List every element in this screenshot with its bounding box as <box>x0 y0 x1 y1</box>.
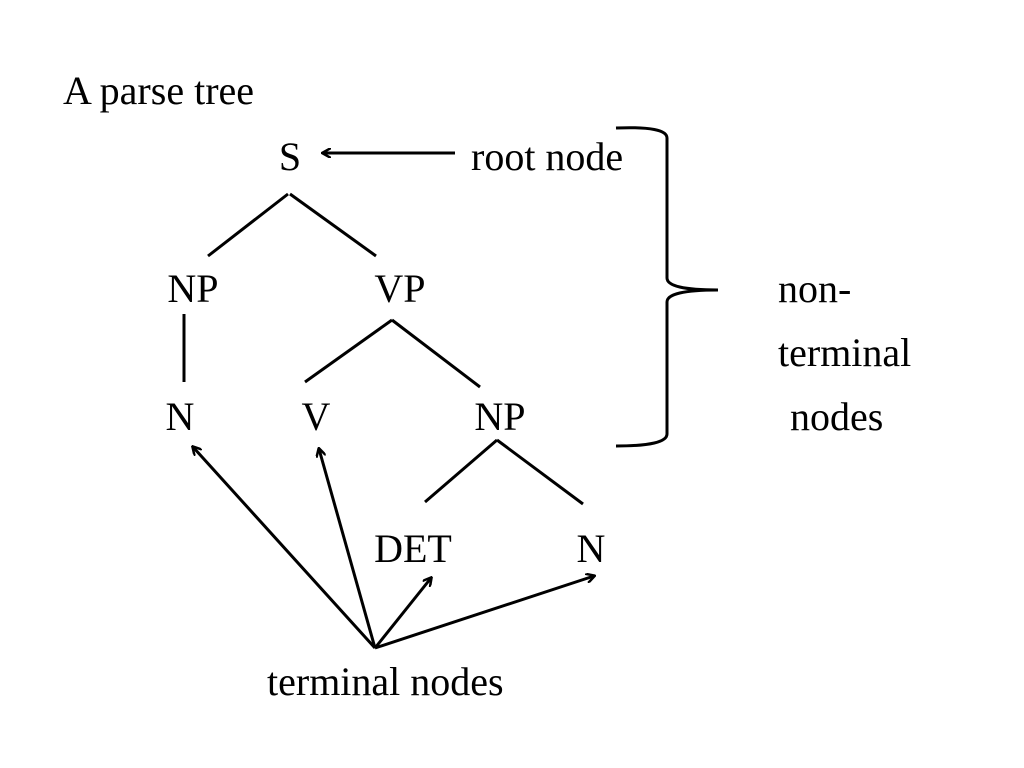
node-np-right: NP <box>474 394 525 439</box>
edge-np-n <box>496 438 584 506</box>
edge-vp-np <box>391 318 481 389</box>
non-terminal-label-line2: terminal <box>778 330 911 375</box>
terminal-nodes-label: terminal nodes <box>267 659 504 704</box>
node-n-right: N <box>577 526 606 571</box>
node-vp: VP <box>374 266 425 311</box>
edge-np-det <box>424 438 498 504</box>
node-n-left: N <box>166 394 195 439</box>
node-np-left: NP <box>167 266 218 311</box>
node-s: S <box>279 134 301 179</box>
edge-vp-v <box>304 318 393 384</box>
edge-s-np <box>207 192 289 258</box>
diagram-title: A parse tree <box>63 68 254 113</box>
terminal-arrow-v <box>319 449 377 649</box>
terminal-arrow-n-right <box>374 576 594 650</box>
terminal-arrow-det <box>373 578 431 649</box>
non-terminal-label-line3: nodes <box>790 394 883 439</box>
edge-s-vp <box>289 192 377 258</box>
node-det: DET <box>374 526 452 571</box>
node-v: V <box>302 394 331 439</box>
root-node-label: root node <box>471 134 623 179</box>
non-terminal-label-line1: non- <box>778 266 851 311</box>
terminal-arrow-n-left <box>193 447 377 650</box>
non-terminal-brace <box>615 126 719 448</box>
